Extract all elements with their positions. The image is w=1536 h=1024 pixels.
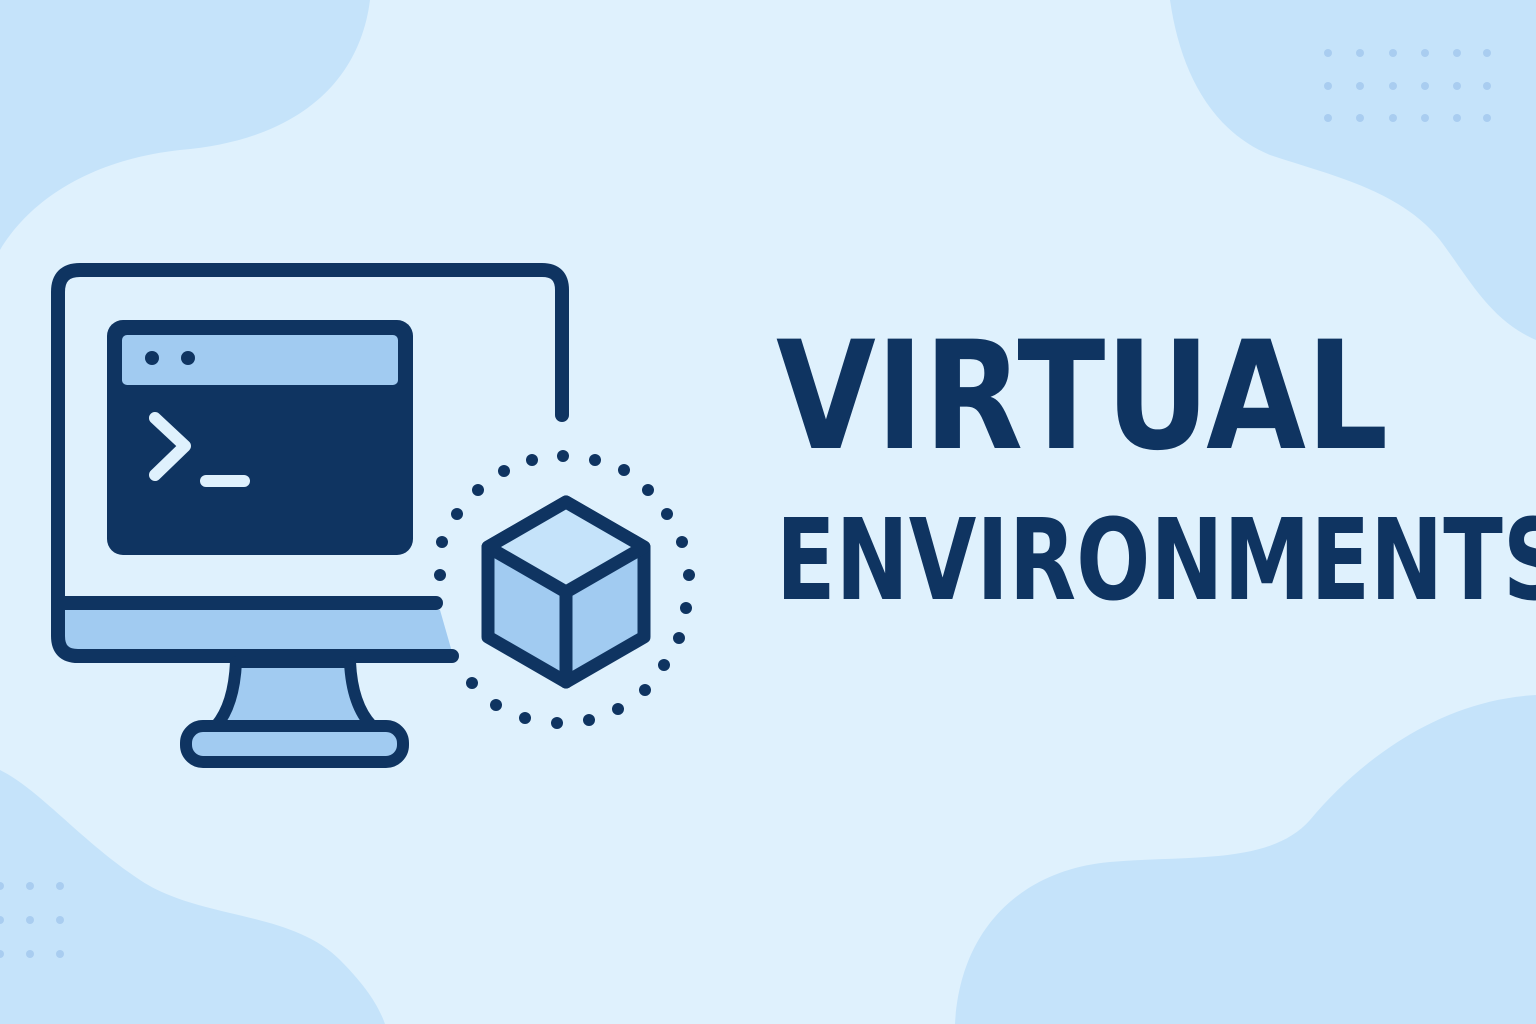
monitor-chin-fill (64, 610, 452, 652)
monitor-frame (51, 263, 569, 663)
title-line-1: VIRTUAL (776, 310, 1389, 484)
monitor-stand-neck (210, 656, 378, 732)
monitor-icon (51, 263, 569, 768)
title-line-2: ENVIRONMENTS (776, 496, 1536, 626)
terminal-prompt-icon (149, 412, 191, 481)
blob-top-right (1170, 0, 1536, 340)
monitor-stand-base (180, 720, 409, 768)
blob-bottom-right (955, 695, 1536, 1024)
dot-grid-top-right (1324, 49, 1491, 122)
window-control-dot (145, 351, 159, 365)
dot-grid-bottom-left (0, 882, 64, 958)
blob-bottom-left (0, 770, 385, 1024)
cube-icon (481, 495, 651, 689)
terminal-window-icon (107, 320, 413, 555)
terminal-titlebar (122, 335, 398, 385)
blob-top-left (0, 0, 370, 250)
window-control-dot (181, 351, 195, 365)
dotted-circle (434, 450, 695, 729)
